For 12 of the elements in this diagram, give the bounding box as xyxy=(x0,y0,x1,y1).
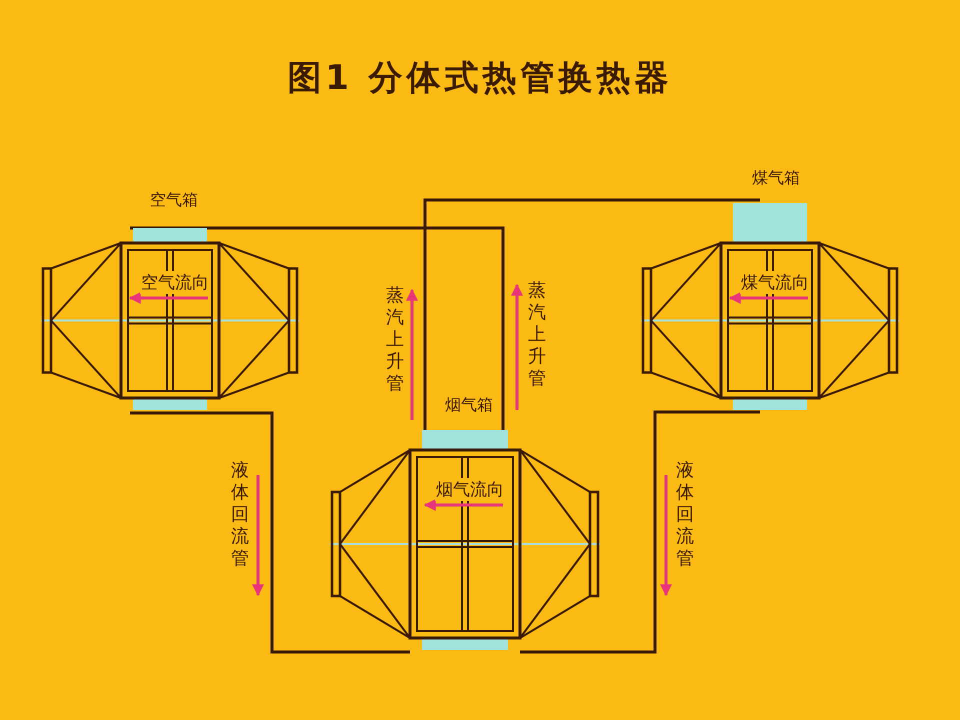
pipe-line xyxy=(424,198,760,430)
pipe-label: 液体回流管 xyxy=(675,460,695,570)
box-label: 空气箱 xyxy=(150,190,198,211)
box-label: 烟气箱 xyxy=(445,395,493,416)
pipe-label: 蒸汽上升管 xyxy=(385,285,405,395)
pipe-line xyxy=(520,410,760,654)
pipe-line xyxy=(130,226,504,430)
box-label: 煤气箱 xyxy=(752,168,800,189)
pipe-label: 液体回流管 xyxy=(230,460,250,570)
pipe-label: 蒸汽上升管 xyxy=(527,280,547,390)
title: 图1 分体式热管换热器 xyxy=(286,57,674,100)
pipe-line xyxy=(130,412,410,654)
